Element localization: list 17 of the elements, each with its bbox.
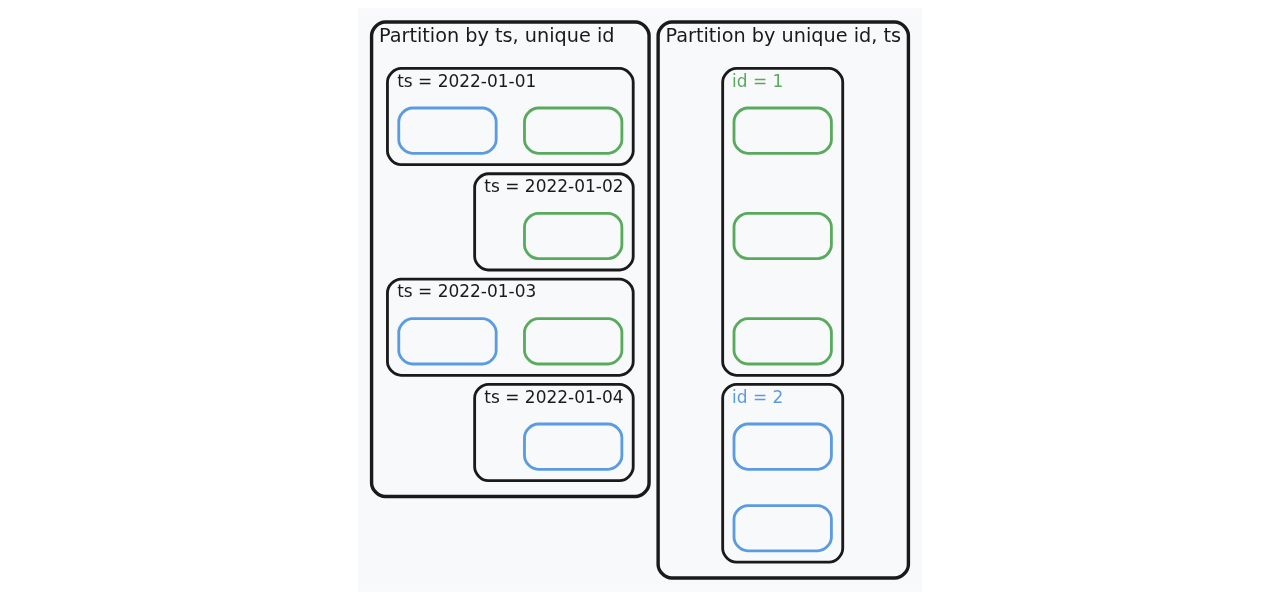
node-box	[732, 211, 833, 261]
node-box	[523, 211, 624, 261]
cluster: ts = 2022-01-04	[473, 382, 635, 483]
node-box	[523, 317, 624, 366]
node-box	[732, 422, 833, 471]
cluster: ts = 2022-01-03	[386, 277, 635, 377]
cluster: ts = 2022-01-02	[473, 172, 635, 272]
cluster: id = 1	[721, 67, 845, 377]
node-box	[732, 504, 833, 553]
cluster: ts = 2022-01-01	[386, 67, 635, 167]
node-box	[523, 422, 624, 471]
node-box	[732, 317, 833, 366]
node-box	[397, 317, 498, 366]
node-box	[732, 106, 833, 155]
cluster: id = 2	[721, 382, 845, 564]
node-box	[397, 106, 498, 155]
node-box	[523, 106, 624, 155]
